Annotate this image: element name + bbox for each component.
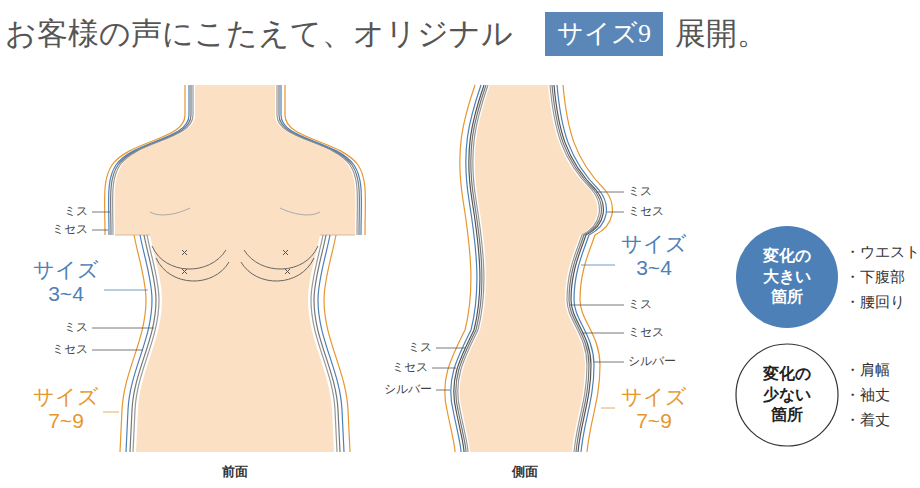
change-large-circle: 変化の 大きい 箇所 [735,225,839,329]
leader-lines [104,290,148,291]
leader-lines [432,368,456,369]
leader-lines [92,350,143,351]
leader-lines [92,212,110,213]
size-group-label: サイズ 7~9 [618,385,690,433]
leader-lines [607,212,624,213]
size-line-label: ミス [628,298,652,312]
front-breast-lines [156,258,229,281]
size-line-label: ミス [64,205,88,219]
bullet-item: ・下腹部 [845,268,905,285]
side-size-outlines [557,85,606,452]
size-line-label: ミセス [628,205,664,219]
front-size-outlines [111,85,191,235]
side-size-outlines [451,85,481,452]
bullet-item: ・着丈 [845,411,890,428]
leader-lines [582,333,624,334]
bullet-item: ・腰回り [845,293,905,310]
front-size-outlines [285,85,365,235]
circle-shape [736,344,838,446]
side-size-outlines [552,85,601,452]
size-line-label: ミセス [52,343,88,357]
leader-lines [570,305,624,306]
side-size-outlines [554,85,603,452]
side-size-outlines [454,85,484,452]
front-body [115,85,356,452]
front-size-outlines [105,85,366,452]
leader-lines [92,192,624,412]
front-size-outlines [105,85,185,235]
leader-lines [596,192,624,193]
front-size-outlines [109,85,189,235]
size-line-label: ミス [628,185,652,199]
front-size-outlines [279,85,359,235]
front-size-outlines [314,235,340,452]
view-caption: 前面 [222,465,248,480]
page-title: お客様の声にこたえて、オリジナル [5,12,513,56]
size-line-label: ミス [408,341,432,355]
front-size-outlines [281,85,361,235]
size-line-label: シルバー [384,383,432,397]
bullet-item: ・袖丈 [845,386,890,403]
node-text-group: 変化の 少ない 箇所 [761,364,814,426]
size-badge: サイズ9 [545,12,663,56]
title-suffix: 展開。 [675,16,768,52]
bullet-item: ・肩幅 [845,361,890,378]
leader-lines [594,362,624,363]
size-group-label: サイズ 3~4 [30,258,102,306]
size-line-label: ミセス [392,361,428,375]
front-size-outlines [277,85,357,235]
leader-lines [436,348,465,349]
front-size-outlines [120,235,146,452]
side-size-outlines [458,85,488,452]
leader-lines [103,412,119,413]
size-line-label: ミセス [628,326,664,340]
leader-lines [436,390,450,391]
size-line-label: シルバー [628,355,676,369]
leader-lines [92,230,108,231]
node-label: 変化の 少ない 箇所 [761,364,814,426]
front-breast-lines [150,208,320,215]
leader-lines [581,265,615,266]
side-body [460,85,598,452]
front-breast-lines [182,250,290,274]
leader-lines [601,408,615,409]
front-body [115,85,356,452]
side-body [460,85,598,452]
size-group-label: サイズ 3~4 [618,232,690,280]
side-size-outlines [445,85,613,452]
front-size-outlines [130,235,156,452]
front-breast-lines [150,208,320,281]
view-caption: 側面 [512,465,538,480]
front-body [115,235,355,236]
change-small-circle: 変化の 少ない 箇所 [735,343,839,447]
node-text-group: サイズ9 [557,12,651,56]
front-breast-lines [244,246,318,269]
node-label: 変化の 大きい 箇所 [761,246,814,308]
front-size-outlines [311,235,337,452]
circle-shape [736,226,838,328]
leader-lines [92,328,154,329]
node-text-group: 変化の 大きい 箇所 [761,246,814,308]
side-size-outlines [445,85,475,452]
front-breast-lines [152,246,226,269]
front-size-outlines [113,85,193,235]
bullet-item: ・ウエスト [845,243,920,260]
front-size-outlines [133,235,159,452]
size-line-label: ミス [64,321,88,335]
side-size-outlines [563,85,612,452]
node-label: サイズ9 [557,12,651,56]
front-breast-lines [241,258,314,281]
front-size-outlines [324,235,350,452]
size-line-label: ミセス [52,223,88,237]
size-group-label: サイズ 7~9 [30,385,102,433]
